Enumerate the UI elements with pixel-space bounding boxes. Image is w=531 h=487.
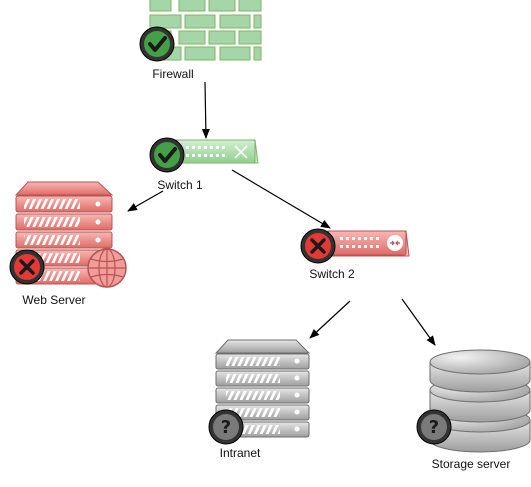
switch2-status-x-icon <box>300 228 336 264</box>
connector-firewall-switch1 <box>201 81 210 139</box>
firewall-label: Firewall <box>152 67 193 81</box>
router-symbol-icon <box>387 235 403 251</box>
intranet-label: Intranet <box>220 446 261 460</box>
connector-switch2-storage <box>401 298 436 346</box>
switch2-icon <box>327 230 410 257</box>
switch1-node[interactable]: Switch 1 <box>149 137 259 192</box>
switch1-status-check-icon <box>149 137 185 173</box>
globe-icon <box>87 248 127 288</box>
connector-switch1-switch2 <box>231 169 331 229</box>
switch2-label: Switch 2 <box>309 267 355 281</box>
intranet-status-question-icon: ? <box>208 409 244 445</box>
intranet-node[interactable]: ? Intranet <box>208 339 311 460</box>
connector-switch2-intranet <box>309 300 351 339</box>
intranet-question-glyph: ? <box>221 417 231 438</box>
storage-server-icon <box>429 349 531 453</box>
switch2-node[interactable]: Switch 2 <box>300 228 410 281</box>
firewall-status-check-icon <box>139 26 175 62</box>
storage-server-label: Storage server <box>432 457 511 471</box>
storage-server-status-question-icon: ? <box>416 409 452 445</box>
storage-server-node[interactable]: ? Storage server <box>416 349 531 471</box>
connector-switch1-webserver <box>127 190 164 212</box>
web-server-node[interactable]: Web Server <box>9 181 127 307</box>
firewall-node[interactable]: Firewall <box>139 0 262 81</box>
web-server-status-x-icon <box>9 249 45 285</box>
switch1-label: Switch 1 <box>157 178 203 192</box>
storage-question-glyph: ? <box>429 417 439 438</box>
web-server-label: Web Server <box>22 293 85 307</box>
switch1-icon <box>175 139 259 164</box>
